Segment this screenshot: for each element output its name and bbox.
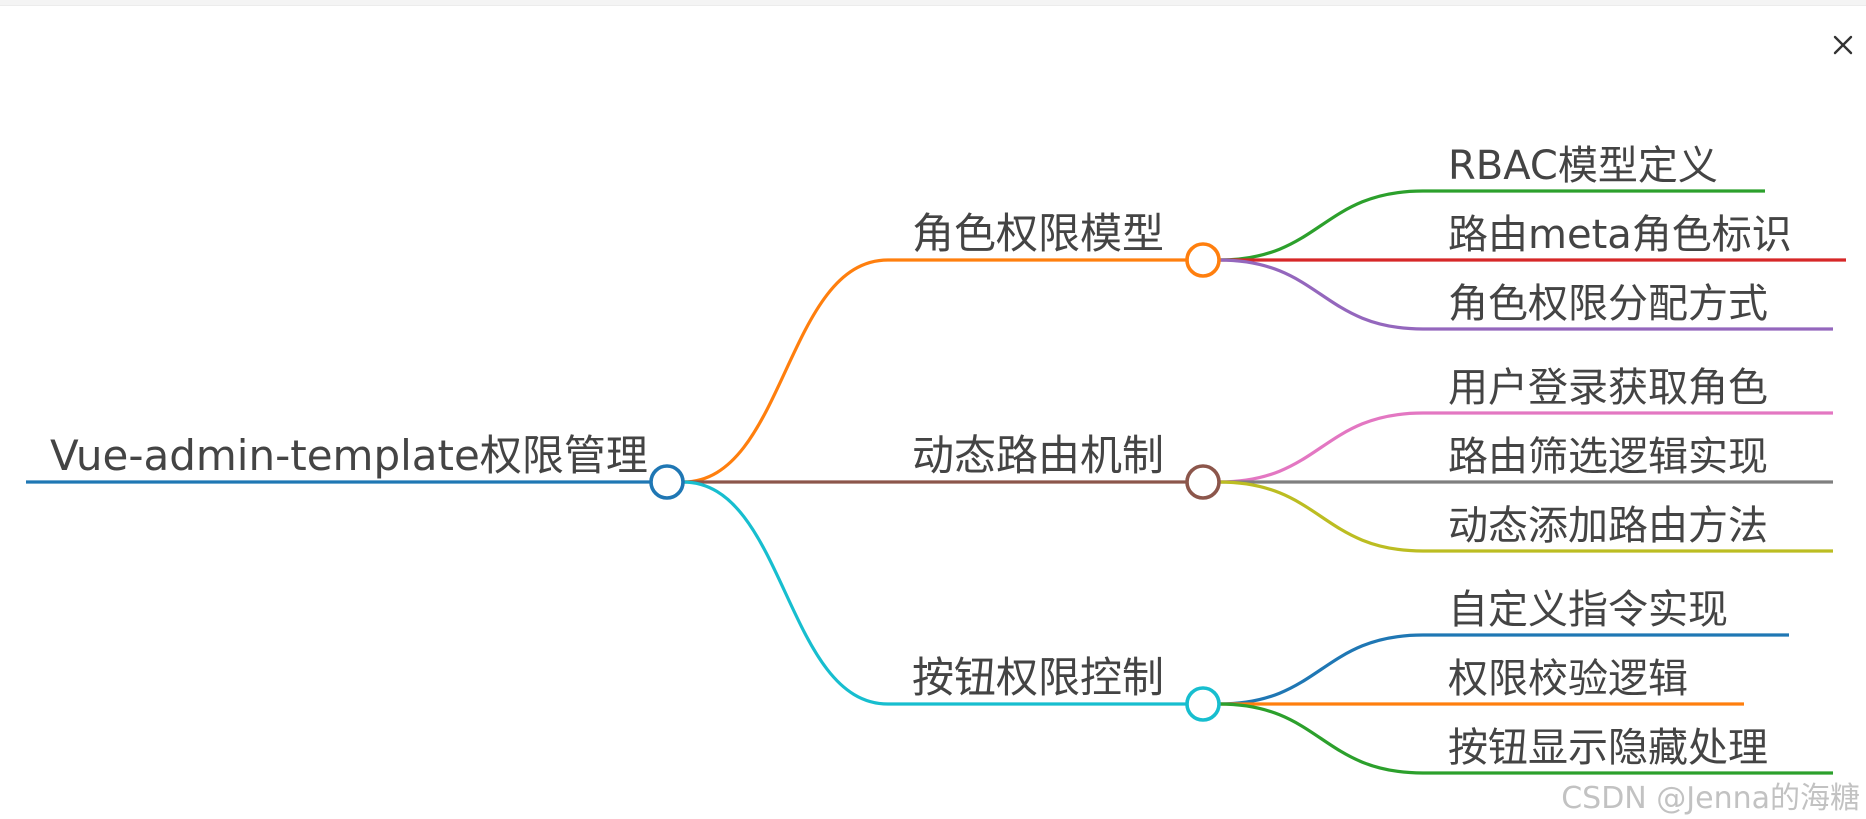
root-label: Vue-admin-template权限管理 — [50, 431, 648, 480]
root-node-circle[interactable] — [649, 464, 685, 500]
nodes — [649, 242, 1221, 722]
child-connector — [1218, 189, 1424, 262]
child-connector — [1218, 411, 1424, 484]
branch-connector — [682, 258, 889, 484]
connector-lines — [26, 189, 1846, 775]
child-label: 动态添加路由方法 — [1448, 503, 1768, 549]
watermark: CSDN @Jenna的海糖 — [1561, 781, 1860, 816]
branch-node-circle[interactable] — [1185, 686, 1221, 722]
child-connector — [1218, 258, 1424, 331]
child-label: 路由筛选逻辑实现 — [1448, 434, 1768, 480]
close-icon — [1833, 35, 1853, 55]
child-label: 自定义指令实现 — [1448, 587, 1728, 633]
child-label: RBAC模型定义 — [1448, 143, 1718, 189]
branch-label: 按钮权限控制 — [912, 653, 1164, 702]
child-connector — [1218, 633, 1424, 706]
child-connector — [1218, 702, 1424, 775]
child-label: 角色权限分配方式 — [1448, 281, 1768, 327]
child-label: 按钮显示隐藏处理 — [1448, 725, 1768, 771]
branch-label: 角色权限模型 — [912, 209, 1164, 258]
branch-node-circle[interactable] — [1185, 242, 1221, 278]
child-label: 用户登录获取角色 — [1448, 365, 1768, 411]
child-label: 路由meta角色标识 — [1448, 212, 1792, 258]
top-border — [0, 0, 1866, 6]
child-connector — [1218, 480, 1424, 553]
close-button[interactable] — [1826, 28, 1860, 62]
labels: Vue-admin-template权限管理 角色权限模型 RBAC模型定义路由me… — [50, 143, 1792, 771]
child-label: 权限校验逻辑 — [1448, 656, 1688, 702]
branch-connector — [682, 480, 889, 706]
branch-node-circle[interactable] — [1185, 464, 1221, 500]
branch-label: 动态路由机制 — [912, 431, 1164, 480]
